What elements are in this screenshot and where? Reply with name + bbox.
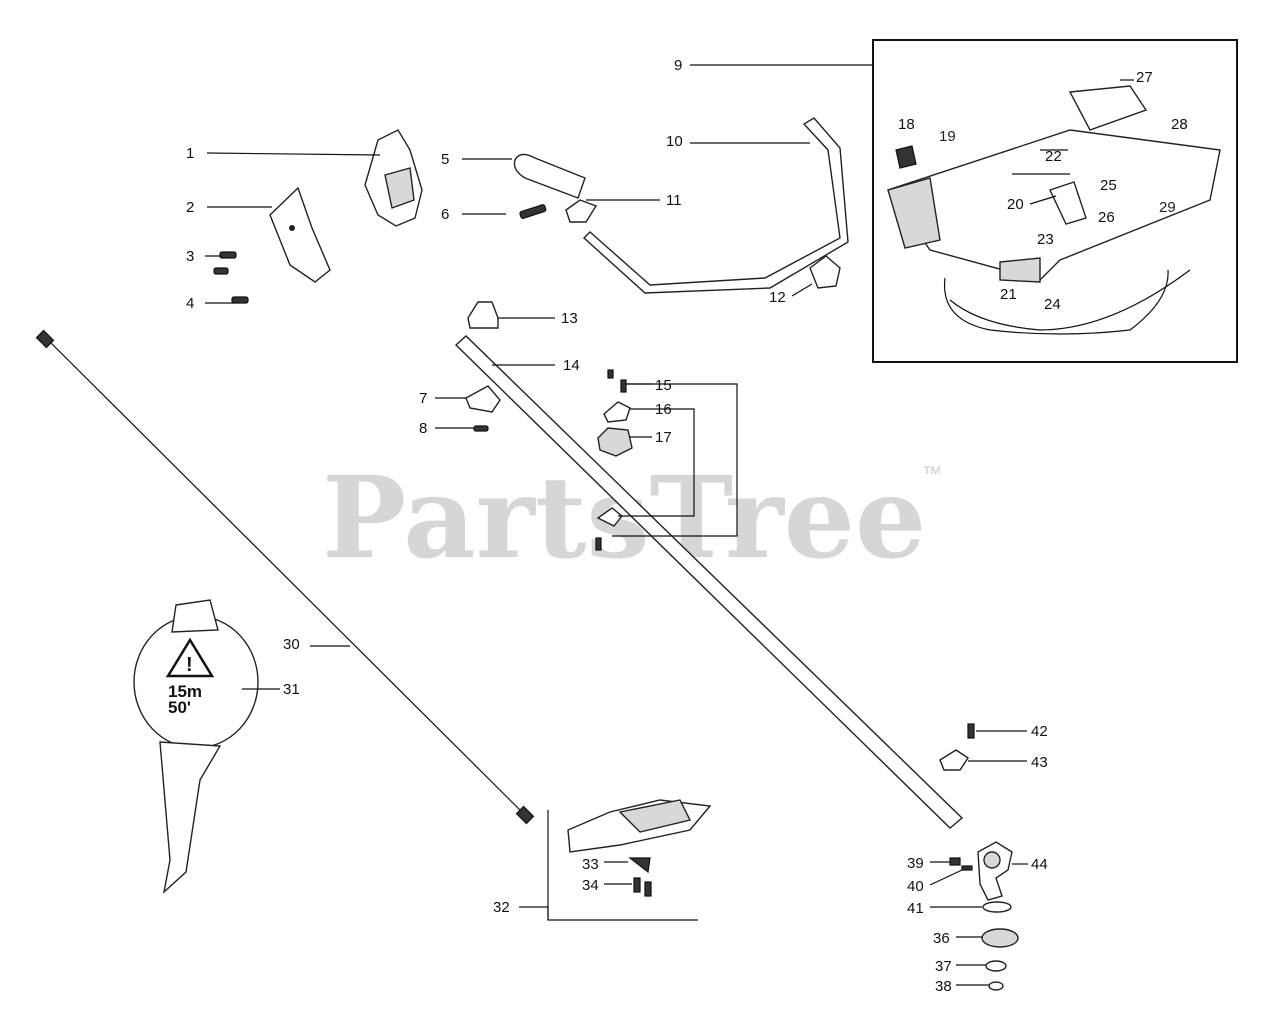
callout-15: 15: [655, 377, 672, 394]
callout-30: 30: [283, 636, 300, 653]
callout-11: 11: [666, 192, 682, 209]
part-36-cup[interactable]: [981, 928, 1019, 948]
callout-18: 18: [898, 116, 915, 133]
part-8-screw[interactable]: [473, 425, 489, 432]
part-33-blade[interactable]: [628, 857, 651, 874]
callout-13: 13: [561, 310, 578, 327]
part-12-knob[interactable]: [809, 255, 841, 289]
part-41-ring[interactable]: [982, 901, 1012, 913]
part-40-washer[interactable]: [961, 865, 973, 871]
part-39-screw[interactable]: [949, 857, 961, 866]
part-10-handlebar[interactable]: [582, 117, 849, 294]
callout-42: 42: [1031, 723, 1048, 740]
callout-14: 14: [563, 357, 580, 374]
part-38-nut[interactable]: [988, 981, 1004, 991]
part-3-screws[interactable]: [213, 251, 237, 275]
callout-21: 21: [1000, 286, 1017, 303]
callout-10: 10: [666, 133, 683, 150]
part-15-screw-b[interactable]: [620, 379, 627, 393]
part-6-spring[interactable]: [519, 204, 547, 219]
callout-20: 20: [1007, 196, 1024, 213]
callout-32: 32: [493, 899, 510, 916]
callout-17: 17: [655, 429, 672, 446]
decal-distance-ft: 50': [168, 698, 191, 717]
callout-16: 16: [655, 401, 672, 418]
callout-6: 6: [441, 206, 449, 223]
callout-33: 33: [582, 856, 599, 873]
decal-distance-m: 15m: [168, 682, 202, 701]
part-1-bracket[interactable]: [364, 129, 423, 227]
part-14-shaft-tube[interactable]: [454, 335, 964, 829]
callout-26: 26: [1098, 209, 1115, 226]
callout-23: 23: [1037, 231, 1054, 248]
callout-19: 19: [939, 128, 956, 145]
svg-text:!: !: [186, 654, 193, 676]
callout-29: 29: [1159, 199, 1176, 216]
callout-34: 34: [582, 877, 599, 894]
callout-36: 36: [933, 930, 950, 947]
watermark-trademark: ™: [922, 463, 942, 485]
callout-4: 4: [186, 295, 194, 312]
inset-throttle-handle-assembly: [886, 85, 1221, 335]
watermark-brand: PartsTree: [322, 453, 926, 584]
inset-box: [872, 39, 1238, 363]
callout-7: 7: [419, 390, 427, 407]
callout-numbers: 1 2 3 4 5 6 7 8 9 10 11 12 13 14 15 16 1…: [186, 57, 1188, 995]
part-5-grip[interactable]: [513, 153, 586, 199]
callout-5: 5: [441, 151, 449, 168]
part-15-lower-screw[interactable]: [595, 537, 602, 551]
callout-44: 44: [1031, 856, 1048, 873]
part-17-throttle-block[interactable]: [597, 427, 633, 457]
callout-8: 8: [419, 420, 427, 437]
callout-3: 3: [186, 248, 194, 265]
part-4-screw[interactable]: [231, 296, 249, 304]
part-37-washer[interactable]: [985, 960, 1007, 972]
part-16-clamp[interactable]: [603, 401, 631, 423]
part-44-gear-head[interactable]: [977, 841, 1013, 901]
part-42-screw[interactable]: [967, 723, 975, 739]
part-7-bracket[interactable]: [465, 385, 501, 413]
callout-28: 28: [1171, 116, 1188, 133]
callout-37: 37: [935, 958, 952, 975]
callout-39: 39: [907, 855, 924, 872]
part-32-debris-shield[interactable]: [567, 799, 712, 853]
callout-43: 43: [1031, 754, 1048, 771]
callout-27: 27: [1136, 69, 1153, 86]
leader-lines: [205, 64, 1134, 986]
callout-25: 25: [1100, 177, 1117, 194]
callout-38: 38: [935, 978, 952, 995]
part-15-screw-a[interactable]: [607, 369, 614, 379]
part-13-clip[interactable]: [467, 301, 499, 329]
callout-31: 31: [283, 681, 300, 698]
part-31-warning-decal[interactable]: ! 15m 50': [133, 599, 259, 894]
callout-22: 22: [1045, 148, 1062, 165]
callout-1: 1: [186, 145, 194, 162]
part-2-cover[interactable]: [269, 186, 331, 283]
callout-12: 12: [769, 289, 786, 306]
callout-40: 40: [907, 878, 924, 895]
part-34-screws[interactable]: [633, 877, 652, 897]
part-11-clamp[interactable]: [565, 199, 598, 223]
part-43-clamp[interactable]: [939, 749, 969, 771]
callout-24: 24: [1044, 296, 1061, 313]
part-30-drive-shaft[interactable]: [43, 335, 527, 817]
callout-9: 9: [674, 57, 682, 74]
callout-2: 2: [186, 199, 194, 216]
callout-41: 41: [907, 900, 924, 917]
